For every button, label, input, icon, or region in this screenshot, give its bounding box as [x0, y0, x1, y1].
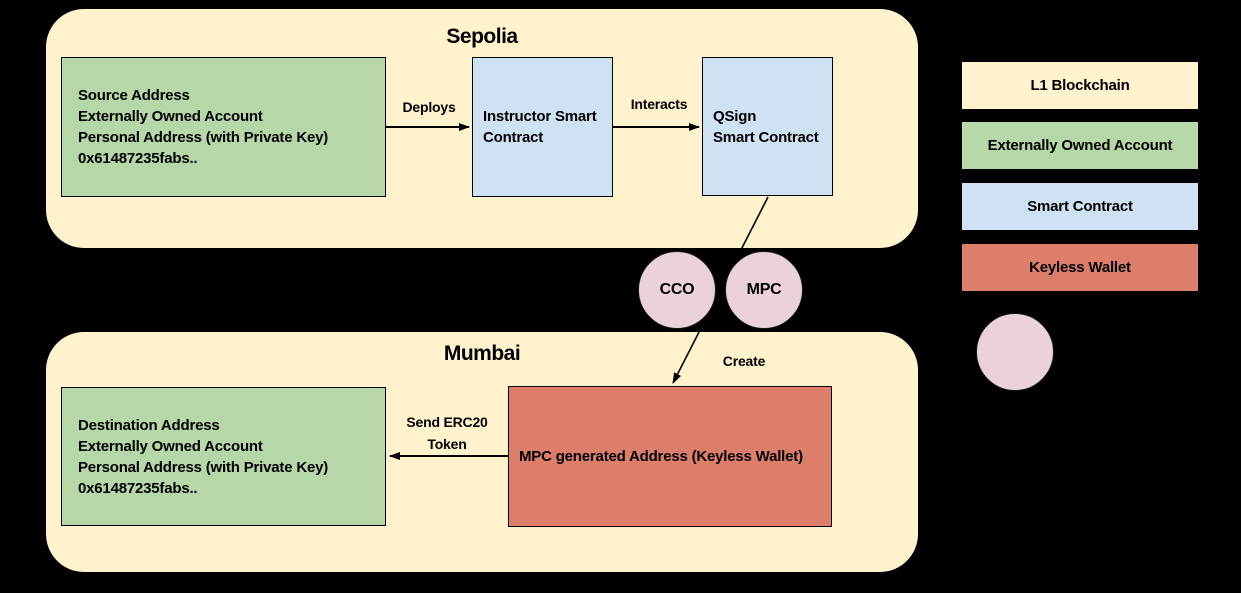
send-erc20-label-line2: Token	[427, 436, 467, 452]
qsign-node-line: QSign	[713, 107, 757, 125]
cco-circle-label: CCO	[659, 281, 695, 298]
instructor-node-line: Instructor Smart	[483, 108, 597, 125]
instructor-smart-contract-node: Instructor Smart Contract	[472, 57, 613, 197]
source-node-line: Externally Owned Account	[78, 108, 263, 125]
sepolia-title: Sepolia	[446, 25, 518, 48]
legend-mpc-circle-swatch	[976, 313, 1054, 391]
legend-item-label: Externally Owned Account	[987, 137, 1173, 154]
source-address-node: Source Address Externally Owned Account …	[61, 57, 386, 197]
legend-item-keyless-wallet: Keyless Wallet	[962, 244, 1198, 291]
mpc-circle-label: MPC	[746, 281, 782, 298]
destination-node-line: Destination Address	[78, 416, 220, 434]
qsign-node-line: Smart Contract	[713, 128, 819, 146]
source-node-line: 0x61487235fabs..	[78, 150, 198, 167]
qsign-smart-contract-node: QSign Smart Contract	[702, 57, 833, 196]
legend-item-smart-contract: Smart Contract	[962, 183, 1198, 230]
mpc-wallet-node-label: MPC generated Address (Keyless Wallet)	[519, 448, 803, 465]
destination-address-node: Destination Address Externally Owned Acc…	[61, 387, 386, 526]
destination-node-line: Externally Owned Account	[78, 437, 263, 455]
create-label: Create	[722, 353, 766, 369]
legend-item-label: L1 Blockchain	[1030, 77, 1130, 94]
instructor-node-line: Contract	[483, 129, 544, 146]
mumbai-title: Mumbai	[443, 342, 521, 365]
source-node-line: Source Address	[78, 87, 190, 104]
deploys-label: Deploys	[402, 99, 456, 115]
interacts-label: Interacts	[630, 96, 688, 112]
send-erc20-label-line1: Send ERC20	[406, 414, 488, 430]
destination-node-line: 0x61487235fabs..	[78, 479, 198, 497]
mpc-circle: MPC	[725, 251, 803, 329]
legend-item-label: Smart Contract	[1027, 198, 1133, 215]
destination-node-line: Personal Address (with Private Key)	[78, 458, 329, 476]
mpc-generated-address-node: MPC generated Address (Keyless Wallet)	[508, 386, 832, 527]
legend-item-externally-owned-account: Externally Owned Account	[962, 122, 1198, 169]
legend-item-l1-blockchain: L1 Blockchain	[962, 62, 1198, 109]
legend-item-label: Keyless Wallet	[1029, 259, 1131, 276]
source-node-line: Personal Address (with Private Key)	[78, 129, 329, 146]
send-erc20-label: Send ERC20 Token	[387, 411, 507, 455]
cco-circle: CCO	[638, 251, 716, 329]
